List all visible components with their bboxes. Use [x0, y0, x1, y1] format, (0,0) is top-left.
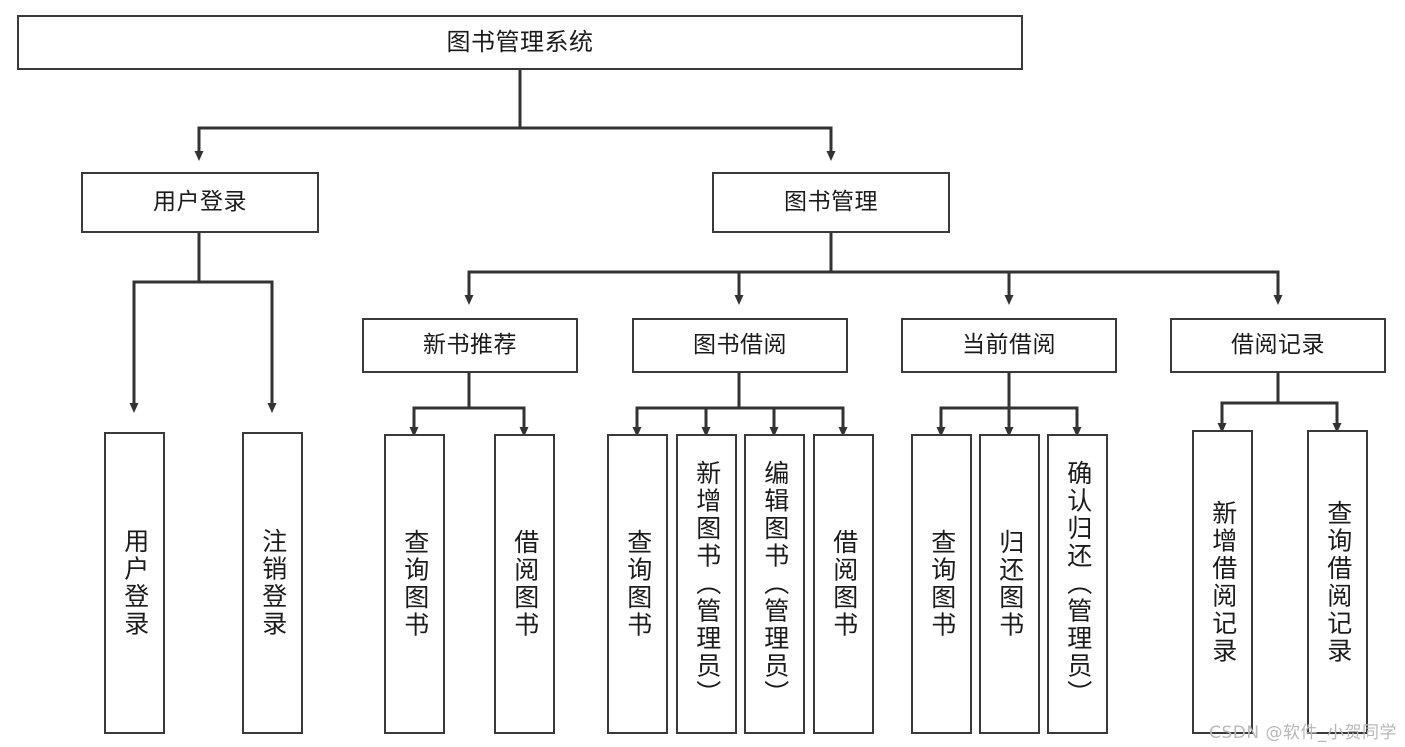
node-label: 新增借阅记录	[1208, 499, 1238, 665]
node-leaf-query-book-borrow[interactable]: 查询图书	[607, 434, 668, 734]
node-label: 查询借阅记录	[1323, 499, 1353, 665]
node-borrow-record[interactable]: 借阅记录	[1170, 318, 1386, 373]
watermark-text: CSDN @软件_小贺同学	[1209, 723, 1397, 743]
node-label: 图书借阅	[693, 331, 787, 358]
node-label: 借阅记录	[1231, 331, 1325, 358]
node-leaf-query-book-recommend[interactable]: 查询图书	[384, 434, 445, 734]
node-label: 新增图书（管理员）	[692, 460, 722, 708]
node-leaf-logout[interactable]: 注销登录	[242, 432, 303, 734]
node-leaf-borrow-book-recommend[interactable]: 借阅图书	[494, 434, 555, 734]
node-leaf-confirm-return-admin[interactable]: 确认归还（管理员）	[1047, 434, 1108, 734]
node-leaf-edit-book-admin[interactable]: 编辑图书（管理员）	[744, 434, 805, 734]
node-label: 借阅图书	[510, 529, 540, 639]
node-label: 查询图书	[927, 529, 957, 639]
node-label: 当前借阅	[962, 331, 1056, 358]
node-label: 查询图书	[623, 529, 653, 639]
node-label: 编辑图书（管理员）	[760, 460, 790, 708]
node-root-book-management-system[interactable]: 图书管理系统	[17, 15, 1023, 70]
node-user-login[interactable]: 用户登录	[81, 172, 319, 233]
node-book-borrow[interactable]: 图书借阅	[632, 318, 848, 373]
node-current-borrow[interactable]: 当前借阅	[901, 318, 1117, 373]
node-leaf-return-book[interactable]: 归还图书	[979, 434, 1040, 734]
node-label: 查询图书	[400, 529, 430, 639]
node-leaf-add-borrow-record[interactable]: 新增借阅记录	[1192, 430, 1253, 734]
node-new-book-recommend[interactable]: 新书推荐	[362, 318, 578, 373]
node-label: 用户登录	[120, 528, 150, 638]
node-leaf-user-login[interactable]: 用户登录	[104, 432, 165, 734]
node-leaf-query-borrow-record[interactable]: 查询借阅记录	[1307, 430, 1368, 734]
node-book-management[interactable]: 图书管理	[712, 172, 950, 233]
node-label: 图书管理系统	[446, 28, 594, 57]
node-label: 图书管理	[784, 188, 878, 215]
node-label: 借阅图书	[829, 529, 859, 639]
node-leaf-add-book-admin[interactable]: 新增图书（管理员）	[676, 434, 737, 734]
node-label: 用户登录	[153, 188, 247, 215]
node-label: 确认归还（管理员）	[1063, 460, 1093, 708]
node-label: 新书推荐	[423, 331, 517, 358]
node-leaf-query-book-current[interactable]: 查询图书	[911, 434, 972, 734]
node-label: 归还图书	[995, 529, 1025, 639]
node-label: 注销登录	[258, 528, 288, 638]
node-leaf-borrow-book[interactable]: 借阅图书	[813, 434, 874, 734]
